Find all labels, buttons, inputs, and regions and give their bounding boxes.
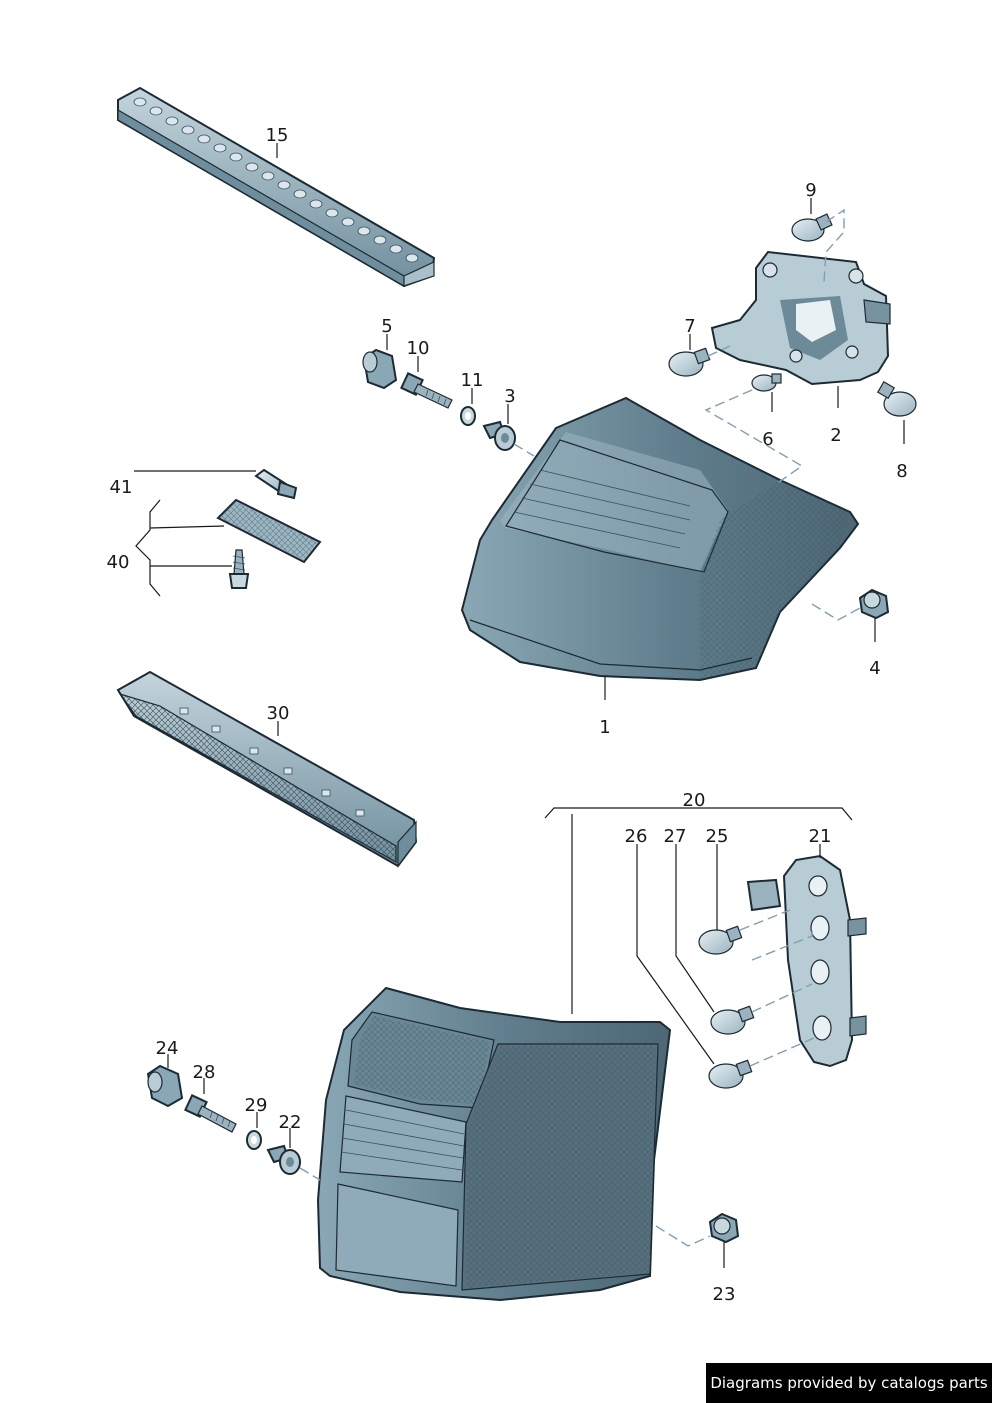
nut-22 (266, 1144, 301, 1175)
dash-25 (739, 909, 813, 961)
bulb-carrier-21 (746, 854, 867, 1068)
clip-4 (858, 588, 890, 620)
dash-9 (823, 208, 845, 283)
dash-3 (513, 443, 535, 457)
bulb-41 (254, 468, 298, 500)
dash-7 (707, 345, 731, 357)
washer-29 (246, 1130, 262, 1150)
bulb-8 (876, 380, 917, 417)
bracket-40 (135, 499, 161, 597)
label-25: 25 (706, 826, 729, 847)
label-27: 27 (664, 826, 687, 847)
light-strip-30 (116, 670, 418, 868)
label-8: 8 (896, 461, 907, 482)
bulb-26 (708, 1059, 753, 1089)
dash-6 (704, 389, 804, 485)
dash-27 (751, 983, 813, 1013)
dash-22 (299, 1167, 321, 1181)
bulb-9 (791, 213, 833, 242)
dash-23 (655, 1225, 711, 1247)
grommet-5 (362, 348, 398, 390)
washer-11 (460, 406, 476, 426)
bracket-20 (544, 807, 853, 821)
dash-26 (749, 1037, 815, 1067)
light-strip-15 (117, 86, 436, 288)
label-5: 5 (381, 316, 392, 337)
clip-23 (708, 1212, 740, 1244)
label-3: 3 (504, 386, 515, 407)
dash-4 (811, 603, 861, 621)
label-4: 4 (869, 658, 880, 679)
label-20: 20 (683, 790, 706, 811)
label-23: 23 (713, 1284, 736, 1305)
tail-light-1 (460, 396, 860, 682)
bolt-28 (184, 1094, 237, 1133)
leader-40a (149, 525, 225, 529)
label-22: 22 (279, 1112, 302, 1133)
nut-3 (482, 420, 516, 451)
label-7: 7 (684, 316, 695, 337)
bulb-25 (698, 925, 743, 955)
screw-40 (228, 549, 250, 589)
label-10: 10 (407, 338, 430, 359)
label-41: 41 (110, 477, 133, 498)
label-28: 28 (193, 1062, 216, 1083)
tail-light-lens-lower (316, 986, 672, 1302)
bulb-6 (751, 373, 782, 392)
grommet-24 (146, 1064, 184, 1108)
label-30: 30 (267, 703, 290, 724)
label-1: 1 (599, 717, 610, 738)
label-21: 21 (809, 826, 832, 847)
bulb-7 (668, 347, 711, 377)
bolt-10 (400, 372, 453, 409)
label-11: 11 (461, 370, 484, 391)
label-15: 15 (266, 125, 289, 146)
label-24: 24 (156, 1038, 179, 1059)
attribution-footer: Diagrams provided by catalogs parts (706, 1363, 992, 1403)
label-29: 29 (245, 1095, 268, 1116)
leader-27 (675, 844, 715, 1013)
label-40: 40 (107, 552, 130, 573)
leader-26 (636, 844, 715, 1065)
label-9: 9 (805, 180, 816, 201)
bulb-holder-2 (710, 250, 891, 386)
label-2: 2 (830, 425, 841, 446)
label-26: 26 (625, 826, 648, 847)
bulb-27 (710, 1005, 755, 1035)
label-6: 6 (762, 429, 773, 450)
reflector-plate-40 (216, 498, 322, 564)
